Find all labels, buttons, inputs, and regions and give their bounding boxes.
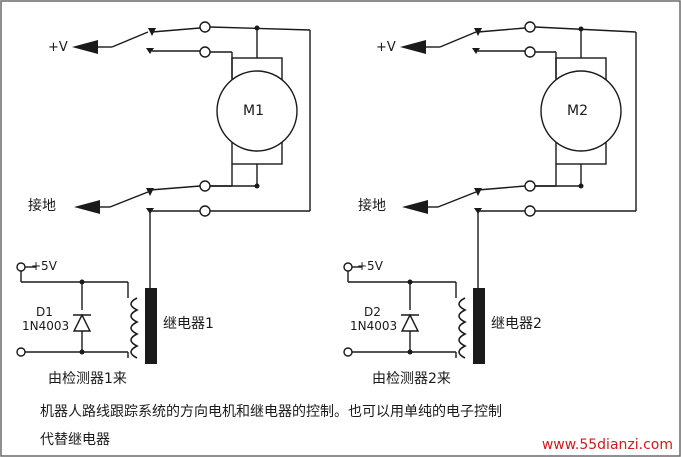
right-motor-label: M2 [567, 103, 588, 119]
left-coil [130, 297, 139, 359]
left-ground-label: 接地 [28, 198, 56, 214]
right-circuit [343, 21, 637, 364]
right-detector-label: 由检测器2来 [372, 371, 451, 387]
left-ground-arrow [74, 200, 100, 214]
left-motor-label: M1 [243, 103, 264, 119]
right-diode-name: D2 [364, 305, 381, 319]
left-lower-switch [109, 191, 149, 208]
left-vplus-label: +V [48, 40, 68, 55]
right-supply-label: +5V [357, 259, 383, 273]
left-supply-label: +5V [31, 259, 57, 273]
right-lower-switch [437, 191, 477, 208]
right-relay-bar [473, 288, 485, 364]
left-diode-name: D1 [36, 305, 53, 319]
right-upper-switch [439, 31, 477, 48]
right-vplus-arrow [400, 40, 426, 54]
left-diode [72, 313, 92, 332]
right-diode-part: 1N4003 [350, 319, 398, 333]
right-relay-label: 继电器2 [491, 316, 542, 332]
watermark: www.55dianzi.com [541, 437, 673, 453]
left-circuit [16, 21, 311, 364]
left-relay-bar [145, 288, 157, 364]
left-diode-part: 1N4003 [22, 319, 70, 333]
right-ground-arrow [402, 200, 428, 214]
left-motor [216, 70, 298, 152]
caption-line-1: 机器人路线跟踪系统的方向电机和继电器的控制。也可以用单纯的电子控制 [40, 404, 502, 420]
right-diode [400, 313, 420, 332]
caption-line-2: 代替继电器 [40, 432, 110, 448]
right-vplus-label: +V [376, 40, 396, 55]
left-detector-label: 由检测器1来 [48, 371, 127, 387]
left-vplus-arrow [72, 40, 98, 54]
right-ground-label: 接地 [358, 198, 386, 214]
left-relay-label: 继电器1 [163, 316, 214, 332]
left-upper-switch [111, 31, 149, 48]
right-motor [540, 70, 622, 152]
right-coil [458, 297, 467, 359]
